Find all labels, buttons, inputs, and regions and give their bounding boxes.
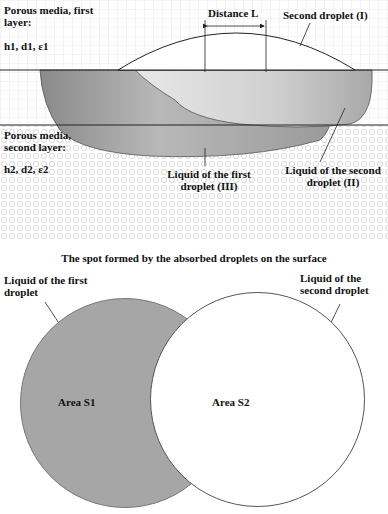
droplet-label: Second droplet (I) — [283, 9, 386, 21]
layer-parameters: h2, d2, ε2 — [4, 163, 94, 175]
second-droplet-spot: Area S2 — [150, 292, 365, 507]
circle-outline — [150, 292, 365, 507]
section-heading: The spot formed by the absorbed droplets… — [10, 252, 378, 264]
liquid-label: Liquid of the first droplet (III) — [150, 168, 268, 192]
liquid-label: Liquid of the first droplet — [4, 274, 94, 298]
area-label: Area S2 — [212, 396, 249, 408]
dimension-label: Distance L — [208, 7, 278, 19]
area-label: Area S1 — [58, 396, 95, 408]
layer-label: Porous media, second layer: — [4, 129, 96, 153]
liquid-label: Liquid of the second droplet — [300, 272, 386, 296]
layer-label: Porous media, first layer: — [4, 4, 96, 28]
liquid-label: Liquid of the second droplet (II) — [282, 164, 384, 188]
layer-parameters: h1, d1, ε1 — [4, 40, 94, 52]
